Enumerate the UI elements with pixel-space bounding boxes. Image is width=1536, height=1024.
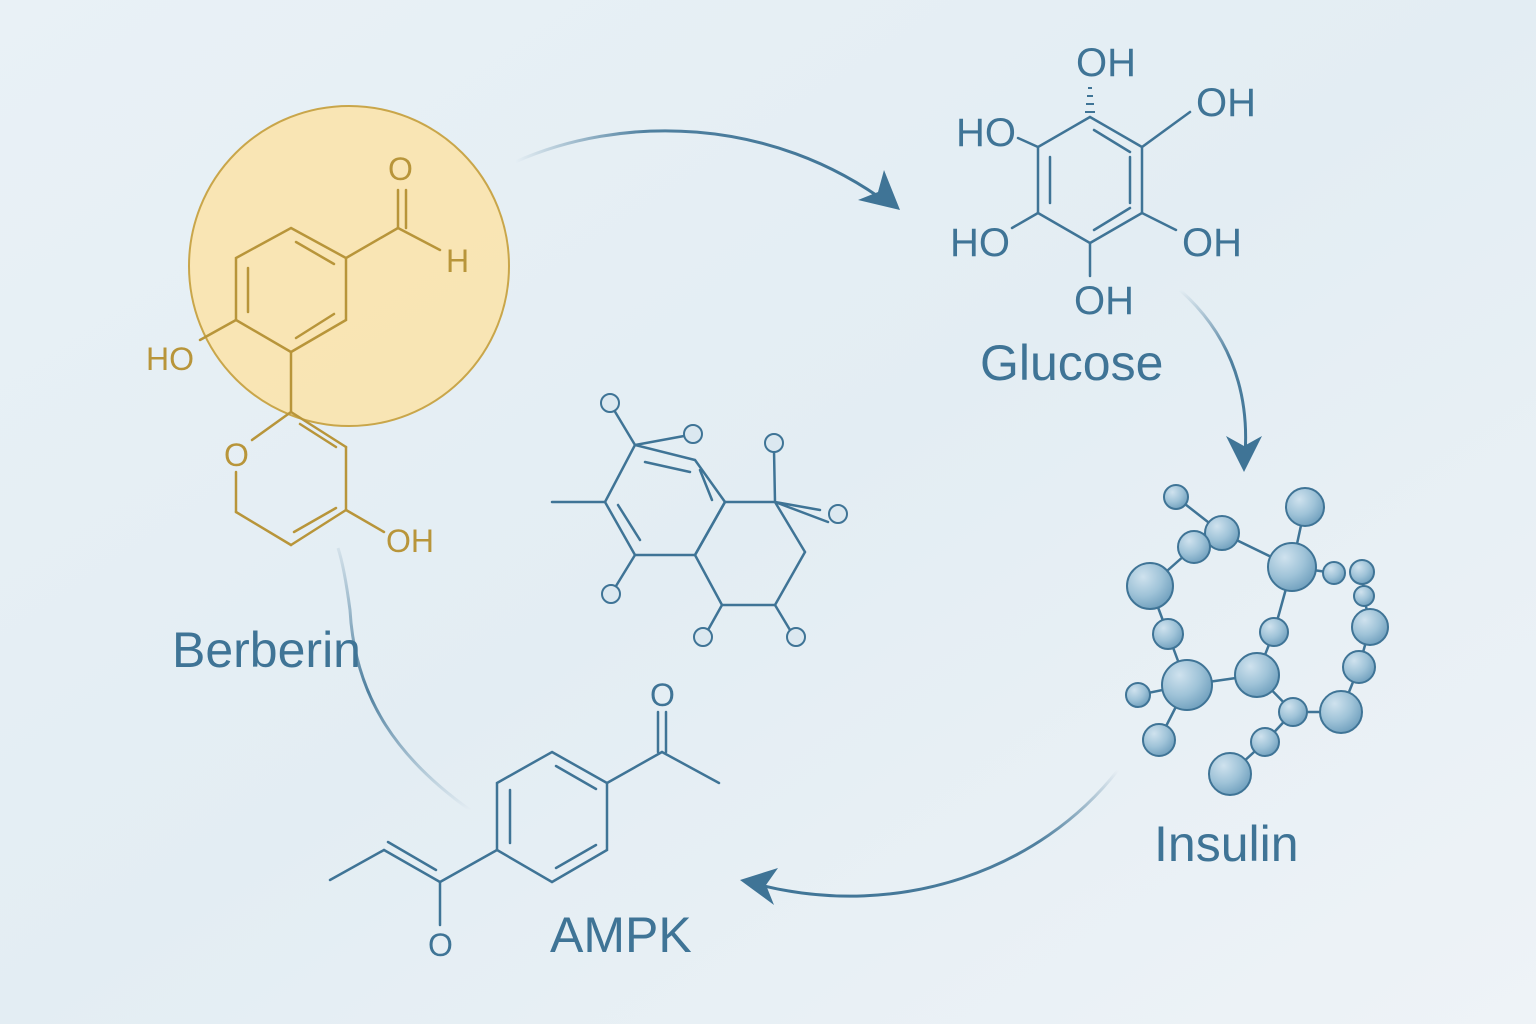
glucose-structure: OH OH HO HO OH OH <box>950 41 1256 323</box>
central-molecule-structure <box>550 393 848 647</box>
arrow-insulin-to-ampk <box>740 769 1120 905</box>
arrow-ampk-to-berberin <box>336 547 471 812</box>
highlight-circle <box>188 105 510 427</box>
glucose-label: Glucose <box>980 335 1163 391</box>
ampk-atom-oxo-top: O <box>650 677 675 713</box>
berberin-atom-ring-oxygen: O <box>224 437 249 473</box>
insulin-structure <box>1125 484 1389 796</box>
ampk-atom-oxo-bottom: O <box>428 927 453 963</box>
berberin-structure: O H HO O OH <box>146 105 510 559</box>
arrowhead-icon <box>1226 436 1262 472</box>
glucose-atom-ho-upper-left: HO <box>956 111 1016 155</box>
glucose-atom-ho-lower-left: HO <box>950 221 1010 265</box>
ampk-label: AMPK <box>550 907 692 963</box>
arrow-glucose-to-insulin <box>1179 288 1262 472</box>
arrowhead-icon <box>858 170 900 210</box>
ampk-structure: O O <box>328 677 721 963</box>
berberin-atom-hydrogen: H <box>446 243 469 279</box>
insulin-label: Insulin <box>1154 816 1299 872</box>
berberin-atom-hydroxyl-bottom: OH <box>386 523 434 559</box>
berberin-label: Berberin <box>172 622 361 678</box>
berberin-atom-oxo: O <box>388 151 413 187</box>
arrowhead-icon <box>740 868 778 905</box>
arrow-berberin-to-glucose <box>514 129 900 210</box>
glucose-atom-oh-bottom: OH <box>1074 279 1134 323</box>
glucose-atom-oh-upper-right: OH <box>1196 81 1256 125</box>
berberin-atom-hydroxyl-left: HO <box>146 341 194 377</box>
glucose-atom-oh-top: OH <box>1076 41 1136 85</box>
glucose-atom-oh-lower-right: OH <box>1182 221 1242 265</box>
